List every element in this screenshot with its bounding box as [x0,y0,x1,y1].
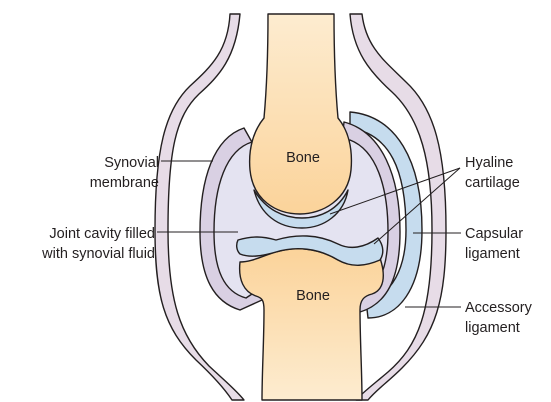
joint-cavity-label-line2: with synovial fluid [41,246,155,262]
synovial-membrane-label-line2: membrane [90,175,159,191]
bone-bottom-label: Bone [296,288,330,304]
joint-cavity-label-line1: Joint cavity filled [49,226,155,242]
capsular-ligament-label-line1: Capsular [465,226,523,242]
accessory-ligament-label-line2: ligament [465,320,520,336]
synovial-membrane-label-line1: Synovial [104,155,159,171]
hyaline-cartilage-label-line1: Hyaline [465,155,513,171]
bone-top-label: Bone [286,150,320,166]
hyaline-cartilage-label-line2: cartilage [465,175,520,191]
bone-top [250,14,352,214]
bone-bottom [240,249,384,400]
capsular-ligament-label-line2: ligament [465,246,520,262]
accessory-ligament-label-line1: Accessory [465,300,533,316]
